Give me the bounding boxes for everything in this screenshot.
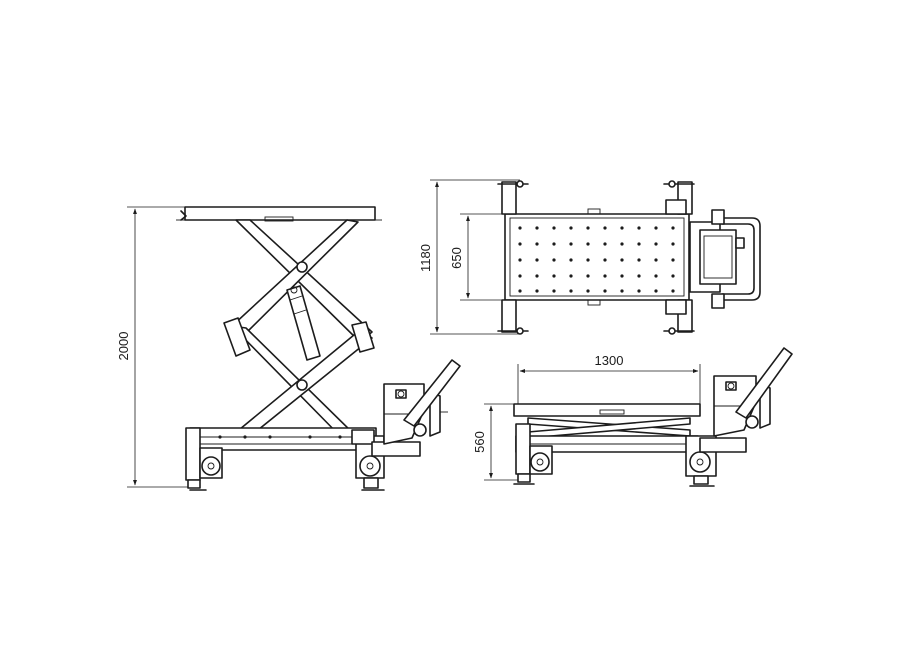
- dimension-max-height: 2000: [116, 206, 190, 488]
- side-view-lowered: 1300 560: [472, 347, 793, 487]
- platform-plate: [504, 213, 690, 301]
- scissor-arms: [223, 219, 375, 441]
- platform-top: [176, 206, 382, 222]
- dimension-label-650: 650: [449, 247, 464, 269]
- dimension-label-560: 560: [472, 431, 487, 453]
- dimension-label-2000: 2000: [116, 332, 131, 361]
- pump-unit: [383, 359, 461, 445]
- top-view: 1180 650: [418, 179, 761, 335]
- top-view-left-wheels: [497, 180, 529, 335]
- dimension-label-1300: 1300: [595, 353, 624, 368]
- lowered-pump-handle: [713, 347, 793, 437]
- top-view-pump-handle: [689, 209, 761, 309]
- platform-hole-grid: [518, 226, 675, 293]
- dimension-min-height: 560: [472, 403, 520, 481]
- top-view-right-wheels: [663, 180, 695, 335]
- dimension-platform-length: 1300: [517, 353, 701, 412]
- side-view-raised: 2000: [116, 206, 461, 491]
- lowered-base: [513, 423, 747, 487]
- dimension-overall-width: 1180: [418, 179, 520, 335]
- dimension-platform-width: 650: [449, 213, 505, 301]
- lowered-scissors: [527, 417, 691, 439]
- base-chassis: [185, 427, 421, 491]
- dimension-label-1180: 1180: [418, 244, 433, 272]
